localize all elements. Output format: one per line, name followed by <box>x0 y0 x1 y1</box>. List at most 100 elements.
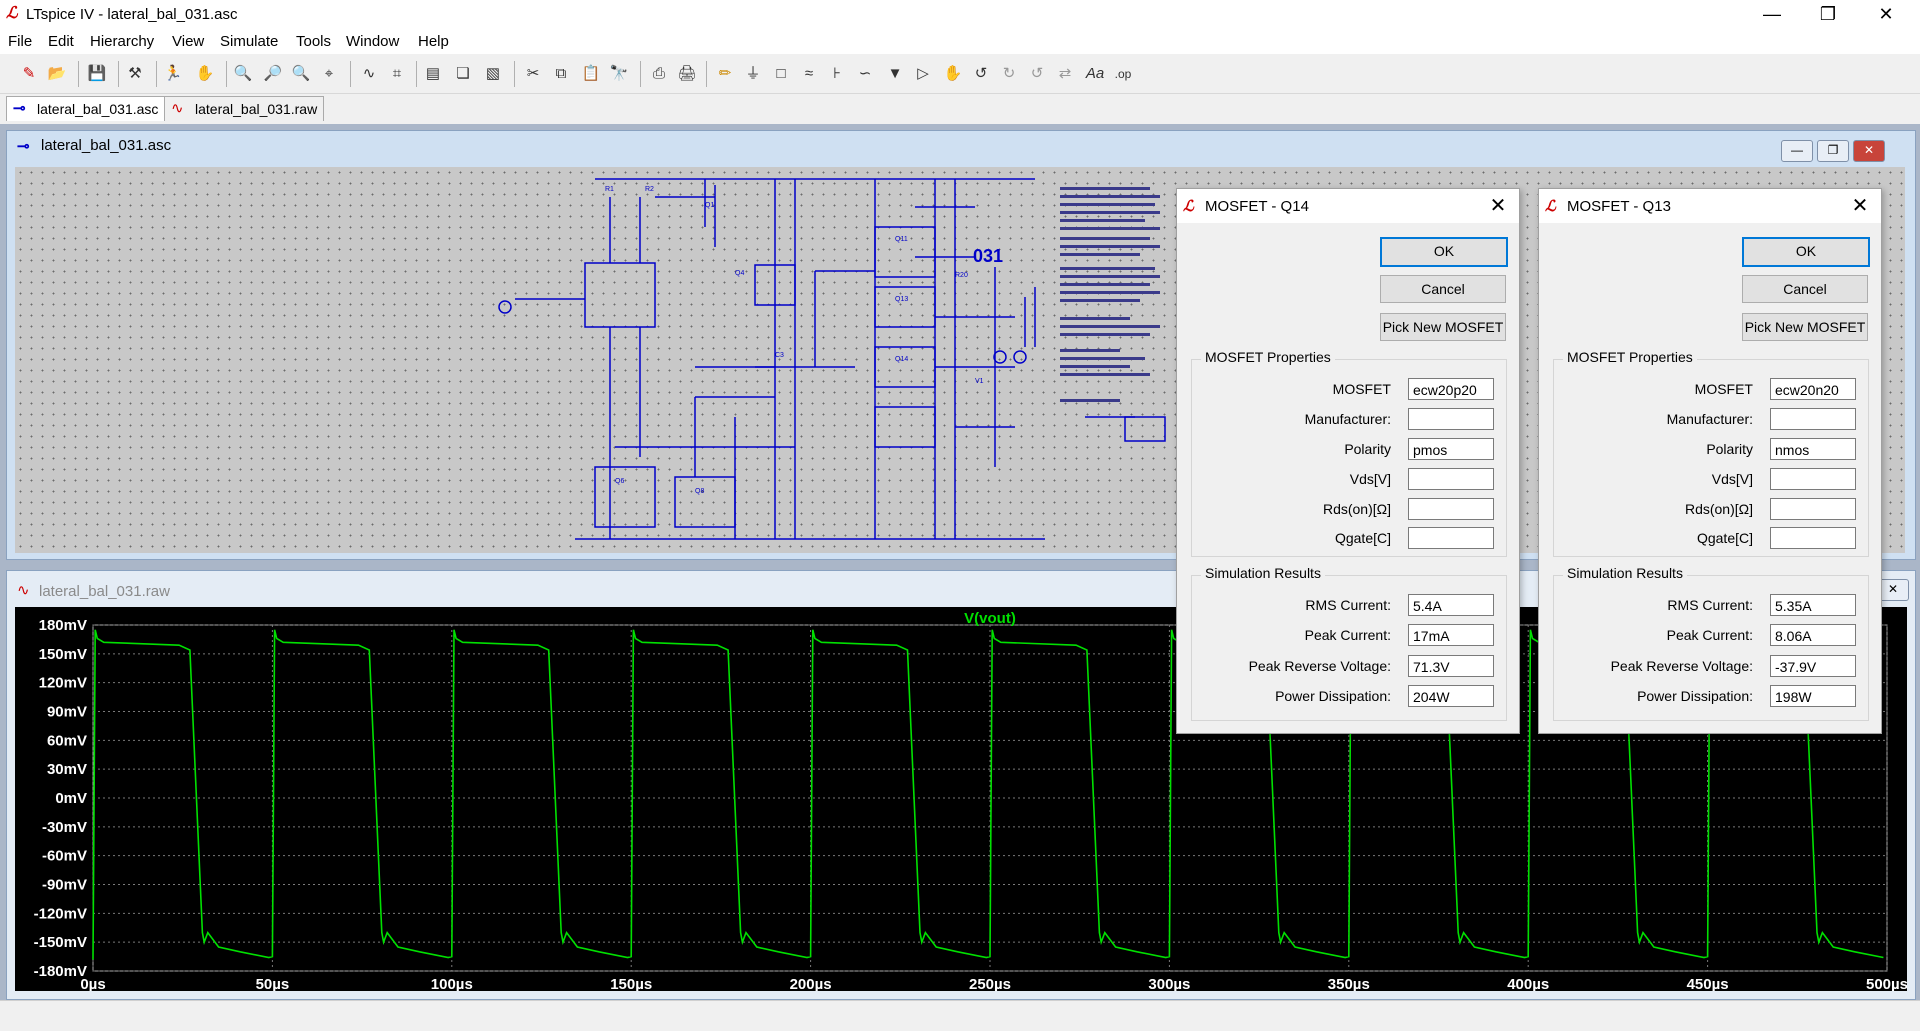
text-icon[interactable]: Aa <box>1085 65 1105 82</box>
ok-button[interactable]: OK <box>1380 237 1508 267</box>
y-tick-label: -90mV <box>42 877 87 894</box>
run-icon[interactable]: 🏃 <box>163 65 183 82</box>
menu-bar: File Edit Hierarchy View Simulate Tools … <box>0 30 1920 54</box>
ground-icon[interactable]: ⏚ <box>745 65 761 82</box>
tab-waveform[interactable]: ∿ lateral_bal_031.raw <box>164 96 325 121</box>
zoom-out-icon[interactable]: 🔍 <box>291 65 311 82</box>
rms-current-field[interactable]: 5.35A <box>1770 594 1856 616</box>
field-label: Qgate[C] <box>1696 530 1753 546</box>
find-icon[interactable]: 🔭 <box>609 65 629 82</box>
mosfet-dialog-q13[interactable]: ℒ MOSFET - Q13 ✕ OK Cancel Pick New MOSF… <box>1538 188 1882 734</box>
rotate-icon[interactable]: ↺ <box>1030 65 1044 82</box>
menu-window[interactable]: Window <box>346 33 400 50</box>
close-icon[interactable]: ✕ <box>1489 195 1507 217</box>
open-icon[interactable]: 📂 <box>47 65 67 82</box>
peak-current-field[interactable]: 17mA <box>1408 624 1494 646</box>
rms-current-field[interactable]: 5.4A <box>1408 594 1494 616</box>
close-icon[interactable]: ✕ <box>1851 195 1869 217</box>
cut-icon[interactable]: ✂ <box>526 65 540 82</box>
tile-horizontal-icon[interactable]: ▤ <box>425 65 441 82</box>
peak-reverse-voltage-field[interactable]: -37.9V <box>1770 655 1856 677</box>
peak-reverse-voltage-field[interactable]: 71.3V <box>1408 655 1494 677</box>
tile-vertical-icon[interactable]: ▧ <box>485 65 501 82</box>
menu-simulate[interactable]: Simulate <box>220 33 279 50</box>
x-tick-label: 200µs <box>790 976 832 991</box>
menu-help[interactable]: Help <box>418 33 449 50</box>
vds-field[interactable] <box>1770 468 1856 490</box>
pick-new-mosfet-button[interactable]: Pick New MOSFET <box>1742 313 1868 341</box>
pick-new-mosfet-button[interactable]: Pick New MOSFET <box>1380 313 1506 341</box>
manufacturer-field[interactable] <box>1770 408 1856 430</box>
mosfet-name-field[interactable]: ecw20n20 <box>1770 378 1856 400</box>
move-icon[interactable]: ✋ <box>943 65 963 82</box>
wire-icon[interactable]: ✏ <box>718 65 732 82</box>
manufacturer-field[interactable] <box>1408 408 1494 430</box>
close-button[interactable]: ✕ <box>1878 4 1894 24</box>
component-icon[interactable]: ▷ <box>917 65 929 82</box>
y-tick-label: 90mV <box>47 704 87 721</box>
mdi-close-button[interactable]: ✕ <box>1877 579 1909 601</box>
cascade-icon[interactable]: ❏ <box>456 65 470 82</box>
spice-directive-icon[interactable]: .op <box>1114 67 1132 81</box>
inductor-icon[interactable]: ∽ <box>858 65 872 82</box>
fft-icon[interactable]: ⌗ <box>392 65 402 82</box>
menu-tools[interactable]: Tools <box>296 33 332 50</box>
autorange-icon[interactable]: ∿ <box>362 65 376 82</box>
y-tick-label: 150mV <box>39 646 87 663</box>
menu-view[interactable]: View <box>172 33 205 50</box>
tab-schematic[interactable]: ⊸ lateral_bal_031.asc <box>6 96 166 121</box>
y-tick-label: 60mV <box>47 732 87 749</box>
x-tick-label: 150µs <box>610 976 652 991</box>
diode-icon[interactable]: ▼ <box>887 65 903 82</box>
control-panel-icon[interactable]: ⚒ <box>128 65 142 82</box>
mirror-icon[interactable]: ⇄ <box>1058 65 1072 82</box>
power-dissipation-field[interactable]: 198W <box>1770 685 1856 707</box>
ok-button[interactable]: OK <box>1742 237 1870 267</box>
document-tabs: ⊸ lateral_bal_031.asc ∿ lateral_bal_031.… <box>0 94 1920 122</box>
field-label: Power Dissipation: <box>1637 688 1753 704</box>
copy-icon[interactable]: ⧉ <box>555 65 567 82</box>
polarity-field[interactable]: pmos <box>1408 438 1494 460</box>
qgate-field[interactable] <box>1770 527 1856 549</box>
power-dissipation-field[interactable]: 204W <box>1408 685 1494 707</box>
rds-on-field[interactable] <box>1408 498 1494 520</box>
undo-icon[interactable]: ↺ <box>974 65 988 82</box>
field-label: RMS Current: <box>1305 597 1391 613</box>
mdi-close-button[interactable]: ✕ <box>1853 140 1885 162</box>
polarity-field[interactable]: nmos <box>1770 438 1856 460</box>
mosfet-name-field[interactable]: ecw20p20 <box>1408 378 1494 400</box>
minimize-button[interactable]: — <box>1763 4 1781 24</box>
resistor-icon[interactable]: ≈ <box>804 65 814 82</box>
menu-file[interactable]: File <box>8 33 33 50</box>
halt-icon[interactable]: ✋ <box>195 65 215 82</box>
mdi-restore-button[interactable]: ❐ <box>1817 140 1849 162</box>
restore-button[interactable]: ❐ <box>1819 4 1837 24</box>
qgate-field[interactable] <box>1408 527 1494 549</box>
menu-hierarchy[interactable]: Hierarchy <box>90 33 155 50</box>
vds-field[interactable] <box>1408 468 1494 490</box>
capacitor-icon[interactable]: ⊦ <box>833 65 841 82</box>
ltspice-logo-icon: ℒ <box>6 5 18 22</box>
simulation-results-group <box>1553 575 1869 721</box>
print-icon[interactable]: 🖨 <box>677 65 697 82</box>
save-icon[interactable]: 💾 <box>87 65 107 82</box>
new-schematic-icon[interactable]: ✎ <box>22 65 36 82</box>
paste-icon[interactable]: 📋 <box>581 65 601 82</box>
zoom-fit-icon[interactable]: ⌖ <box>324 65 334 82</box>
mosfet-dialog-q14[interactable]: ℒ MOSFET - Q14 ✕ OK Cancel Pick New MOSF… <box>1176 188 1520 734</box>
pan-icon[interactable]: 🔎 <box>263 65 283 82</box>
cancel-button[interactable]: Cancel <box>1380 275 1506 303</box>
print-setup-icon[interactable]: ⎙ <box>652 65 665 82</box>
dialog-title-bar: ℒ MOSFET - Q13 ✕ <box>1539 189 1881 223</box>
ltspice-logo-icon: ℒ <box>1183 198 1194 215</box>
mdi-minimize-button[interactable]: — <box>1781 140 1813 162</box>
peak-current-field[interactable]: 8.06A <box>1770 624 1856 646</box>
tab-label: lateral_bal_031.asc <box>37 101 159 117</box>
zoom-in-icon[interactable]: 🔍 <box>233 65 253 82</box>
cancel-button[interactable]: Cancel <box>1742 275 1868 303</box>
label-net-icon[interactable]: □ <box>776 65 786 82</box>
menu-edit[interactable]: Edit <box>48 33 74 50</box>
redo-icon[interactable]: ↻ <box>1002 65 1016 82</box>
rds-on-field[interactable] <box>1770 498 1856 520</box>
